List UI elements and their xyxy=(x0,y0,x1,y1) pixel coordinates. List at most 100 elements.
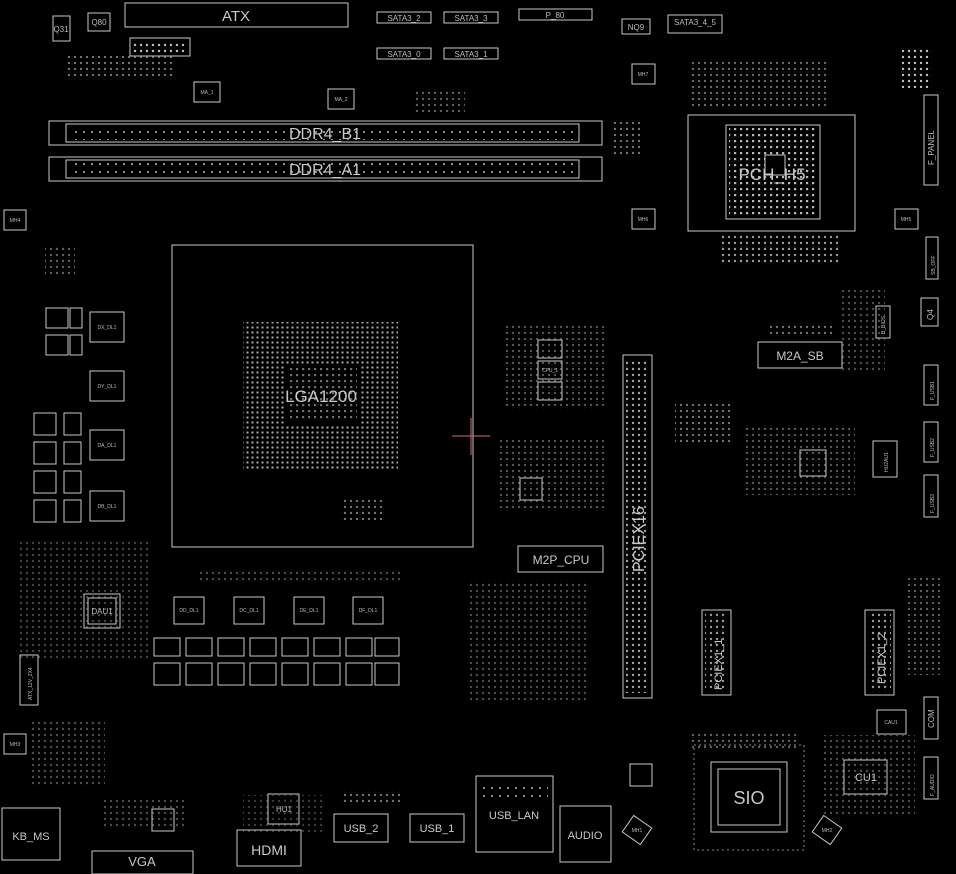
atx-small-pins xyxy=(133,40,188,54)
sata-port-2: SATA3_2 xyxy=(377,12,431,23)
ma-1-chip: MA_1 xyxy=(194,82,220,102)
q31-component: Q31 xyxy=(53,16,70,41)
passives-m2-sb-top xyxy=(770,325,835,337)
passives-chipset-right xyxy=(675,400,730,445)
passives-vrm-top xyxy=(200,570,400,582)
hu2au1-chip: HU2AU1 xyxy=(873,441,897,477)
vrm-da-label: DA_DL1 xyxy=(98,443,117,449)
vga-port: VGA xyxy=(92,851,193,874)
mh6-label: MH6 xyxy=(638,217,649,223)
f-usb2-label: F_USB2 xyxy=(930,438,936,457)
vrm-choke-dd: DD_DL1 xyxy=(174,597,204,624)
crosshair-marker xyxy=(452,418,490,455)
p80-header: P_80 xyxy=(519,9,592,20)
dimm-slot-a1: DDR4_A1 xyxy=(49,157,602,181)
q4-component: Q4 xyxy=(921,298,938,326)
sata1-label: SATA3_1 xyxy=(454,50,488,59)
passives-m2-area xyxy=(497,440,607,510)
passives-sio-top xyxy=(690,730,800,750)
mh7-label: MH7 xyxy=(638,72,649,78)
passives-lower-middle xyxy=(470,580,590,700)
sio-label: SIO xyxy=(733,788,764,808)
passives-cpu-vrm xyxy=(505,325,605,410)
atx-12v-header: ATX_12V_2X4 xyxy=(20,655,38,705)
passives-usb-top xyxy=(340,790,400,804)
pch-passives xyxy=(720,234,840,264)
cpu-socket: LGA1200 xyxy=(172,245,473,547)
vrm-choke-dy: DY_DL1 xyxy=(90,371,124,401)
cau1-label: CAU1 xyxy=(884,720,898,726)
nq9-label: NQ9 xyxy=(628,23,645,32)
usb2-label: USB_2 xyxy=(344,823,379,835)
kb-ms-port: KB_MS xyxy=(2,808,60,860)
mounting-hole-mh1: MH1 xyxy=(622,815,651,844)
passives-socket-bottom xyxy=(340,496,385,520)
m2-slot-sb: M2A_SB xyxy=(758,342,842,368)
passives-left-mid xyxy=(45,245,75,275)
nq9-component: NQ9 xyxy=(622,19,650,34)
vrm-df-label: DF_DL1 xyxy=(359,608,378,614)
sata-port-0: SATA3_0 xyxy=(377,48,431,59)
hu2au1-label: HU2AU1 xyxy=(884,452,890,472)
vrm-choke-df: DF_DL1 xyxy=(353,597,383,624)
f-panel-pins xyxy=(902,48,932,88)
passives-lower-left xyxy=(20,540,150,660)
vrm-dx-label: DX_DL1 xyxy=(98,325,117,331)
pciex1-2-label: PCIEX1_2 xyxy=(876,633,888,684)
audio-label: AUDIO xyxy=(568,830,603,842)
audio-aux-chip xyxy=(630,764,652,786)
front-audio-header: F_AUDIO xyxy=(924,757,938,799)
passives-bottom-left xyxy=(30,720,105,785)
sata-port-1: SATA3_1 xyxy=(444,48,498,59)
pciex16-slot: PCIEX16 xyxy=(623,355,652,698)
front-usb2-header: F_USB2 xyxy=(924,422,938,462)
front-usb3-header: F_USB3 xyxy=(924,475,938,517)
q80-component: Q80 xyxy=(88,13,110,31)
audio-jack: AUDIO xyxy=(560,806,611,862)
passives-bios-area xyxy=(840,290,885,370)
pch-label: PCH_H5 xyxy=(738,165,805,184)
mh5-label: MH5 xyxy=(901,217,912,223)
sata-port-4-5: SATA3_4_5 xyxy=(668,15,722,33)
kb-ms-label: KB_MS xyxy=(12,831,49,843)
atx-power-connector: ATX xyxy=(125,3,348,27)
vrm-mosfet-row-top xyxy=(154,638,399,656)
passives-hdmi-area xyxy=(243,795,323,835)
com-header: COM xyxy=(924,697,938,739)
sata3-label: SATA3_3 xyxy=(454,14,488,23)
mounting-hole-mh2: MH2 xyxy=(812,815,841,844)
mounting-hole-mh6: MH6 xyxy=(632,209,655,229)
passives-vga-top xyxy=(100,800,185,830)
mounting-hole-mh3: MH3 xyxy=(4,734,26,754)
q80-label: Q80 xyxy=(91,18,107,27)
vrm-dd-label: DD_DL1 xyxy=(179,608,198,614)
vrm-dy-label: DY_DL1 xyxy=(98,384,117,390)
q4-label: Q4 xyxy=(926,309,935,320)
f-audio-label: F_AUDIO xyxy=(930,774,936,796)
usb-port-1: USB_1 xyxy=(410,814,464,842)
passives-audio-area xyxy=(820,735,915,815)
front-panel-header: F_PANEL xyxy=(924,95,938,185)
pch-chipset: PCH_H5 xyxy=(688,115,855,231)
dimm-a1-label: DDR4_A1 xyxy=(289,162,361,179)
dimm-b1-label: DDR4_B1 xyxy=(289,126,361,143)
mounting-hole-mh7: MH7 xyxy=(632,64,655,84)
f-usb3-label: F_USB3 xyxy=(930,494,936,513)
dimm-slot-b1: DDR4_B1 xyxy=(49,121,602,145)
atx-label: ATX xyxy=(222,8,250,25)
ma-2-chip: MA_2 xyxy=(328,89,354,109)
p80-label: P_80 xyxy=(546,11,565,20)
vrm-choke-dx: DX_DL1 xyxy=(90,312,124,342)
mh1-label: MH1 xyxy=(632,828,643,834)
mh3-label: MH3 xyxy=(10,742,21,748)
sata45-label: SATA3_4_5 xyxy=(674,18,717,27)
pciex1-1-label: PCIEX1_1 xyxy=(713,639,725,690)
mh2-label: MH2 xyxy=(822,828,833,834)
m2-slot-cpu: M2P_CPU xyxy=(518,546,603,572)
vrm-choke-da: DA_DL1 xyxy=(90,430,124,460)
vrm-mosfet-row-bottom xyxy=(154,663,399,685)
usb1-label: USB_1 xyxy=(420,823,455,835)
vrm-choke-db: DB_DL1 xyxy=(90,491,124,521)
pciex1-slot-2: PCIEX1_2 xyxy=(865,610,894,695)
